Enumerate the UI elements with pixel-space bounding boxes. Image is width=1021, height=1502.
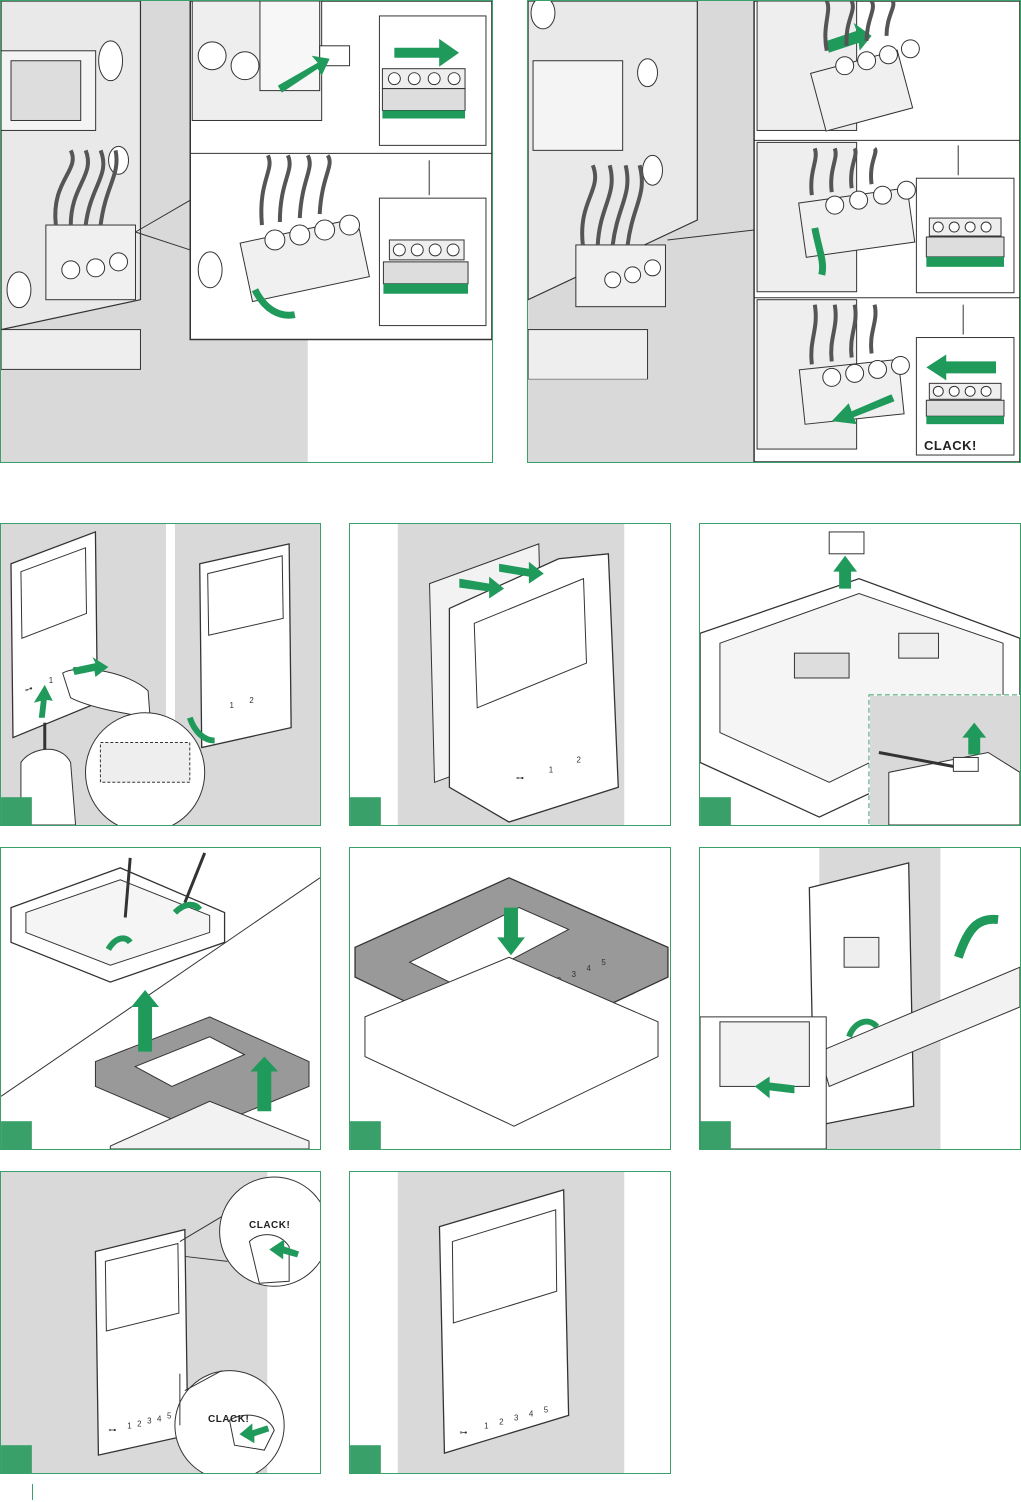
terminal-reinsert-illustration (528, 1, 1020, 462)
step-panel-2: ⊶ 1 2 (349, 523, 671, 826)
step-panel-1: ⊶ 1 2 1 2 (0, 523, 321, 826)
key-2-label: 2 (137, 1419, 142, 1428)
step-panel-7: ⊶ 1 2 3 4 5 CLACK! CLACK! (0, 1171, 321, 1474)
clack-label: CLACK! (924, 438, 977, 453)
fit-frame-illustration: ⊶ 1 2 3 4 5 (350, 877, 669, 1149)
svg-text:⊶: ⊶ (24, 684, 35, 695)
terminal-unplug-illustration (1, 1, 492, 462)
key-1-label-right: 1 (230, 701, 235, 710)
key-1-label: 1 (549, 765, 554, 774)
key-2-label: 2 (577, 755, 582, 764)
clack-label-top: CLACK! (249, 1220, 291, 1231)
step-panel-4 (0, 847, 321, 1150)
step-panel-8: ⊶ 1 2 3 4 5 (349, 1171, 671, 1474)
key-3-label: 3 (147, 1416, 152, 1425)
key-1-label: 1 (127, 1421, 132, 1430)
key-4-label: 4 (157, 1414, 162, 1423)
panel-top-left (0, 0, 493, 463)
key-3-label: 3 (514, 1413, 519, 1422)
step-panel-5: ⊶ 1 2 3 4 5 (349, 847, 671, 1150)
hang-device-illustration (700, 848, 1020, 1149)
svg-text:⊶: ⊶ (108, 1425, 116, 1434)
key-1-label: 1 (49, 676, 54, 685)
key-5-label: 5 (167, 1411, 172, 1420)
clack-label-bottom: CLACK! (208, 1414, 250, 1425)
svg-text:⊶: ⊶ (459, 1428, 467, 1437)
step-panel-3 (699, 523, 1021, 826)
page-margin-bar (32, 1484, 33, 1500)
key-2-label: 2 (499, 1417, 504, 1426)
key-5-label: 5 (601, 958, 606, 967)
key-3-label: 3 (572, 970, 577, 979)
installed-device-illustration: ⊶ 1 2 3 4 5 (350, 1172, 625, 1473)
key-5-label: 5 (544, 1405, 549, 1414)
key-4-label: 4 (529, 1409, 534, 1418)
remove-connector-illustration (700, 531, 1020, 825)
slide-device-illustration: ⊶ 1 2 (350, 524, 625, 825)
step-panel-6 (699, 847, 1021, 1150)
panel-top-right: CLACK! (527, 0, 1021, 463)
remove-front-cover-illustration: ⊶ 1 2 1 2 (1, 524, 320, 825)
snap-device-illustration: ⊶ 1 2 3 4 5 (1, 1172, 320, 1473)
key-2-label-right: 2 (249, 696, 254, 705)
key-4-label: 4 (586, 964, 591, 973)
replace-frame-illustration (1, 852, 320, 1149)
svg-text:⊶: ⊶ (516, 773, 524, 782)
key-1-label: 1 (484, 1421, 489, 1430)
